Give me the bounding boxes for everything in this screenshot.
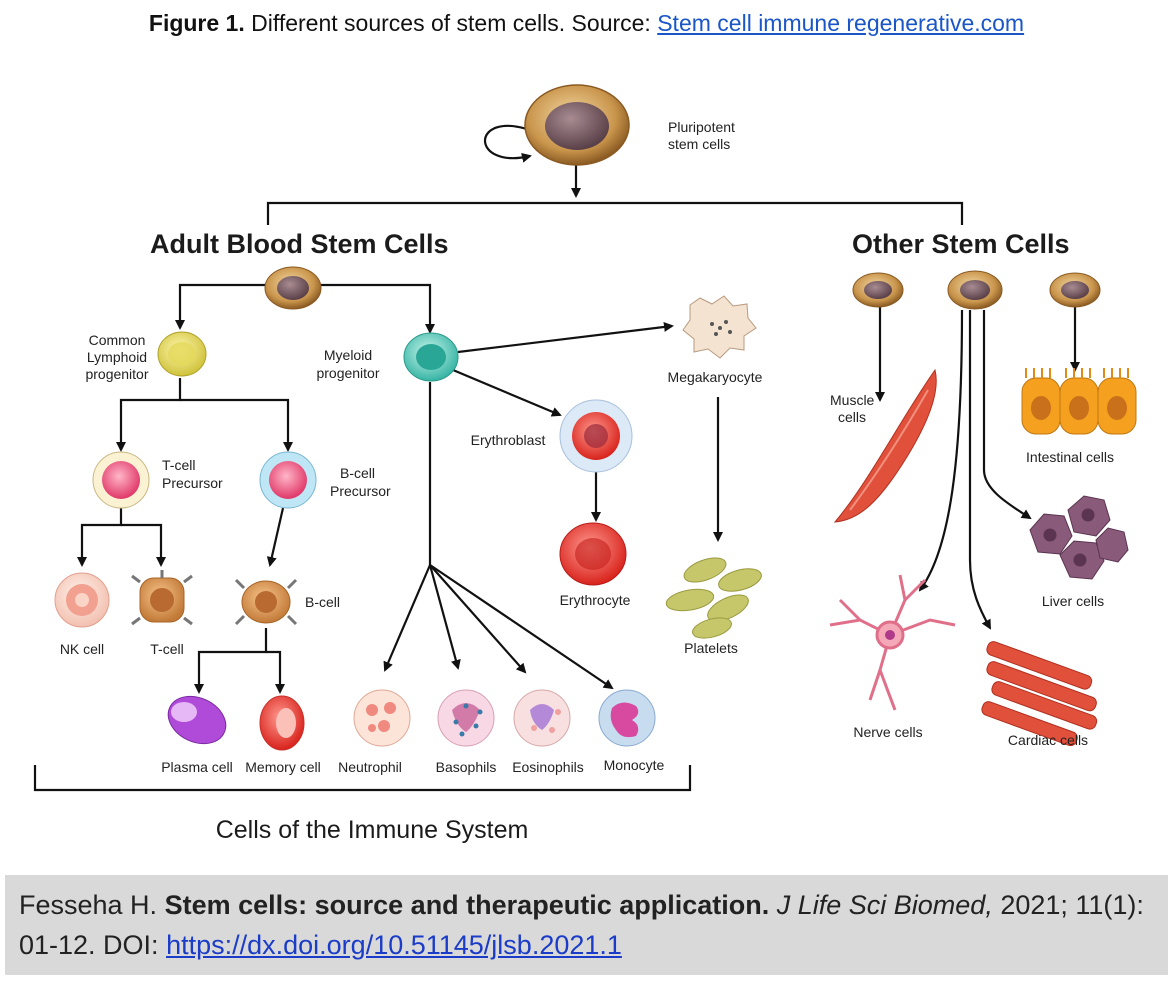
megakaryocyte-label: Megakaryocyte	[668, 369, 763, 385]
citation-year-volume: 2021; 11(1): 01-12. DOI:	[19, 890, 1144, 960]
liver-cells-label: Liver cells	[1042, 593, 1104, 609]
memory-cell-label: Memory cell	[245, 759, 320, 775]
cardiac-cells	[981, 641, 1098, 747]
other-stem-cells-heading: Other Stem Cells	[852, 229, 1070, 259]
platelets-cells	[665, 557, 762, 639]
adult-blood-stem-cells-heading: Adult Blood Stem Cells	[150, 229, 449, 259]
nk-cell	[54, 572, 110, 628]
source-link[interactable]: Stem cell immune regenerative.com	[657, 10, 1025, 36]
adult-blood-stem-cell	[264, 266, 322, 310]
memory-cell	[259, 695, 305, 751]
erythrocyte-label: Erythrocyte	[560, 592, 631, 608]
plasma-cell	[167, 695, 227, 745]
muscle-stem-cell	[852, 272, 904, 308]
nk-cell-label: NK cell	[60, 641, 104, 657]
caption-text: Different sources of stem cells. Source:	[244, 10, 658, 36]
lymphoid-progenitor-cell	[157, 331, 207, 377]
eosinophil-cell	[513, 689, 571, 747]
figure-label: Figure 1.	[148, 10, 245, 36]
citation-box: Fesseha H. Stem cells: source and therap…	[5, 875, 1168, 975]
erythrocyte-cell	[559, 522, 627, 586]
t-cell	[131, 570, 193, 626]
tcell-precursor-cell	[92, 451, 150, 509]
t-cell-label: T-cell	[150, 641, 183, 657]
muscle-cells	[833, 368, 937, 523]
monocyte-label: Monocyte	[604, 757, 665, 773]
neutrophil-cell	[353, 689, 411, 747]
figure-caption: Figure 1. Different sources of stem cell…	[0, 10, 1173, 37]
nerve-cells	[829, 574, 956, 711]
erythroblast-cell	[559, 399, 633, 473]
basophils-label: Basophils	[436, 759, 497, 775]
basophil-cell	[437, 689, 495, 747]
neutrophil-label: Neutrophil	[338, 759, 402, 775]
liver-cells	[1029, 495, 1129, 580]
erythroblast-label: Erythroblast	[471, 432, 546, 448]
nerve-cells-label: Nerve cells	[853, 724, 922, 740]
multi-stem-cell	[947, 270, 1003, 310]
myeloid-progenitor-cell	[403, 332, 459, 382]
b-cell	[234, 578, 298, 626]
b-cell-label: B-cell	[305, 594, 340, 610]
pluripotent-stem-cell	[524, 84, 630, 166]
cardiac-cells-label: Cardiac cells	[1008, 732, 1088, 748]
intestinal-cells	[1021, 368, 1137, 435]
bcell-precursor-cell	[259, 451, 317, 509]
eosinophils-label: Eosinophils	[512, 759, 584, 775]
plasma-cell-label: Plasma cell	[161, 759, 233, 775]
citation-journal: J Life Sci Biomed,	[769, 890, 993, 920]
platelets-label: Platelets	[684, 640, 738, 656]
citation-title: Stem cells: source and therapeutic appli…	[164, 890, 770, 920]
intestinal-stem-cell	[1049, 272, 1101, 308]
intestinal-cells-label: Intestinal cells	[1026, 449, 1114, 465]
monocyte-cell	[598, 689, 656, 747]
immune-system-heading: Cells of the Immune System	[216, 816, 529, 844]
doi-link[interactable]: https://dx.doi.org/10.51145/jlsb.2021.1	[166, 930, 622, 960]
connector-lines	[33, 124, 1080, 792]
megakaryocyte-cell	[682, 295, 757, 359]
citation-author: Fesseha H.	[19, 890, 165, 920]
